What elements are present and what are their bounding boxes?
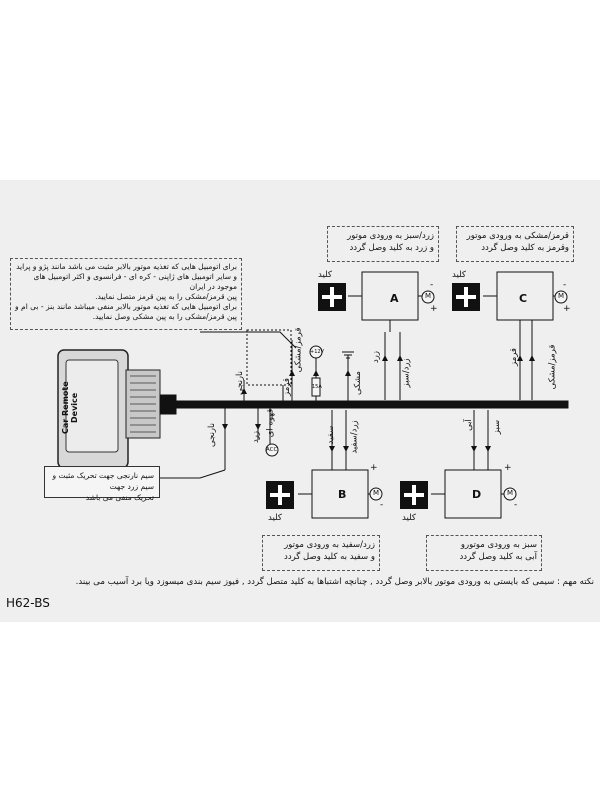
note-a-line1: زرد/سبز به ورودی موتور xyxy=(347,231,434,241)
note-module-a: زرد/سبز به ورودی موتور و زرد به کلید وصل… xyxy=(327,226,439,262)
trigger-note-line1: سیم نارنجی جهت تحریک مثبت و سیم زرد جهت xyxy=(52,471,155,491)
note-d-line2: آبی به کلید وصل گردد xyxy=(459,552,538,562)
module-a-label: A xyxy=(390,292,399,305)
remote-device-label-panel xyxy=(65,359,119,453)
motor-c-m: M xyxy=(558,292,565,300)
wire-label-acc: ACC xyxy=(266,447,278,453)
info-note-line3: برای اتومبیل هایی که تغذیه موتور بالابر … xyxy=(15,302,237,311)
key-switch-a xyxy=(318,283,346,311)
page-bottom-blank xyxy=(0,622,600,800)
info-note-box: برای اتومبیل هایی که تغذیه موتور بالابر … xyxy=(10,258,242,330)
wire-label-plus12v: +12V xyxy=(310,349,324,355)
key-switch-d xyxy=(400,481,428,509)
motor-c-icon xyxy=(554,290,568,304)
connector-pins xyxy=(130,375,156,433)
module-d-label: D xyxy=(472,488,482,501)
wire-label-yellow-green: زرد/سبز xyxy=(401,358,412,388)
wire-label-fuse: 15A xyxy=(312,384,322,390)
wire-label-brown: قهوه ای xyxy=(265,408,276,438)
key-switch-c xyxy=(452,283,480,311)
info-note-line2: پین قرمز/مشکی را به پین قرمز متصل نمایید… xyxy=(95,292,237,301)
wire-label-red-black-c: قرمز/مشکی xyxy=(547,344,558,390)
module-c-label: C xyxy=(519,292,528,305)
relay-dashed-box xyxy=(246,329,292,386)
motor-c-minus: - xyxy=(563,280,567,290)
wire-label-blue: آبی xyxy=(463,419,474,431)
key-label-a: کلید xyxy=(318,270,332,280)
motor-a-plus: + xyxy=(430,304,438,314)
main-wire-bus xyxy=(159,400,569,409)
wire-label-red-c: قرمز xyxy=(509,348,519,366)
info-note-line1: برای اتومبیل هایی که تغذیه موتور بالابر … xyxy=(16,262,237,291)
motor-b-m: M xyxy=(373,489,380,497)
info-note-line4: پین قرمز/مشکی را به پین مشکی وصل نمایید. xyxy=(92,312,237,321)
wire-label-black: مشکی xyxy=(352,371,363,395)
motor-b-minus: - xyxy=(380,500,384,510)
note-module-d: سبز به ورودی موتورو آبی به کلید وصل گردد xyxy=(426,535,542,571)
wire-label-yellow-a: زرد xyxy=(371,351,381,363)
note-c-line2: وقرمز به کلید وصل گردد xyxy=(481,243,569,253)
important-footer-note: نکته مهم : سیمی که بایستی به ورودی موتور… xyxy=(75,577,594,587)
note-module-b: زرد/سفید به ورودی موتور و سفید به کلید و… xyxy=(262,535,380,571)
wire-label-orange-1: نارنجی xyxy=(207,423,217,447)
ground-icon xyxy=(342,351,354,359)
wiring-diagram xyxy=(57,271,569,519)
module-b-label: B xyxy=(338,488,347,501)
motor-a-minus: - xyxy=(430,280,434,290)
motor-d-minus: - xyxy=(514,500,518,510)
note-module-c: قرمز/مشکی به ورودی موتور وقرمز به کلید و… xyxy=(456,226,574,262)
note-a-line2: و زرد به کلید وصل گردد xyxy=(349,243,435,253)
device-title: Car Remote Device xyxy=(61,381,79,435)
bottom-pointer xyxy=(160,469,226,479)
motor-c-plus: + xyxy=(563,304,571,314)
trigger-note-line2: تحریک منفی می باشد xyxy=(85,493,154,502)
motor-d-plus: + xyxy=(504,463,512,473)
wire-label-yellow: زرد xyxy=(251,431,261,443)
wire-label-orange-2: نارنجی xyxy=(235,371,245,395)
motor-a-m: M xyxy=(425,292,432,300)
connector-plug xyxy=(159,394,177,415)
model-code: H62-BS xyxy=(6,596,50,610)
key-label-b: کلید xyxy=(268,513,282,523)
motor-d-icon xyxy=(503,487,517,501)
motor-b-icon xyxy=(369,487,383,501)
wire-label-red: قرمز xyxy=(282,378,292,396)
acc-circle-icon xyxy=(265,443,279,457)
wire-label-yellow-white: زرد/سفید xyxy=(349,420,360,454)
wire-label-green: سبز xyxy=(492,419,503,435)
wire-label-white: سفید xyxy=(326,425,337,445)
page-top-blank xyxy=(0,0,600,180)
trigger-note-box: سیم نارنجی جهت تحریک مثبت و سیم زرد جهت … xyxy=(44,466,160,502)
key-label-d: کلید xyxy=(402,513,416,523)
motor-b-plus: + xyxy=(370,463,378,473)
key-switch-b xyxy=(266,481,294,509)
wire-arrows xyxy=(222,355,535,452)
info-pointer xyxy=(200,331,297,349)
note-b-line2: و سفید به کلید وصل گردد xyxy=(284,552,375,562)
plus12v-icon xyxy=(309,345,323,359)
motor-a-icon xyxy=(421,290,435,304)
fuse-icon xyxy=(311,377,321,397)
note-c-line1: قرمز/مشکی به ورودی موتور xyxy=(466,231,569,241)
key-label-c: کلید xyxy=(452,270,466,280)
note-b-line1: زرد/سفید به ورودی موتور xyxy=(284,540,375,550)
motor-d-m: M xyxy=(507,489,514,497)
note-d-line1: سبز به ورودی موتورو xyxy=(460,540,537,550)
wire-label-red-black: قرمز/مشکی xyxy=(293,327,304,373)
